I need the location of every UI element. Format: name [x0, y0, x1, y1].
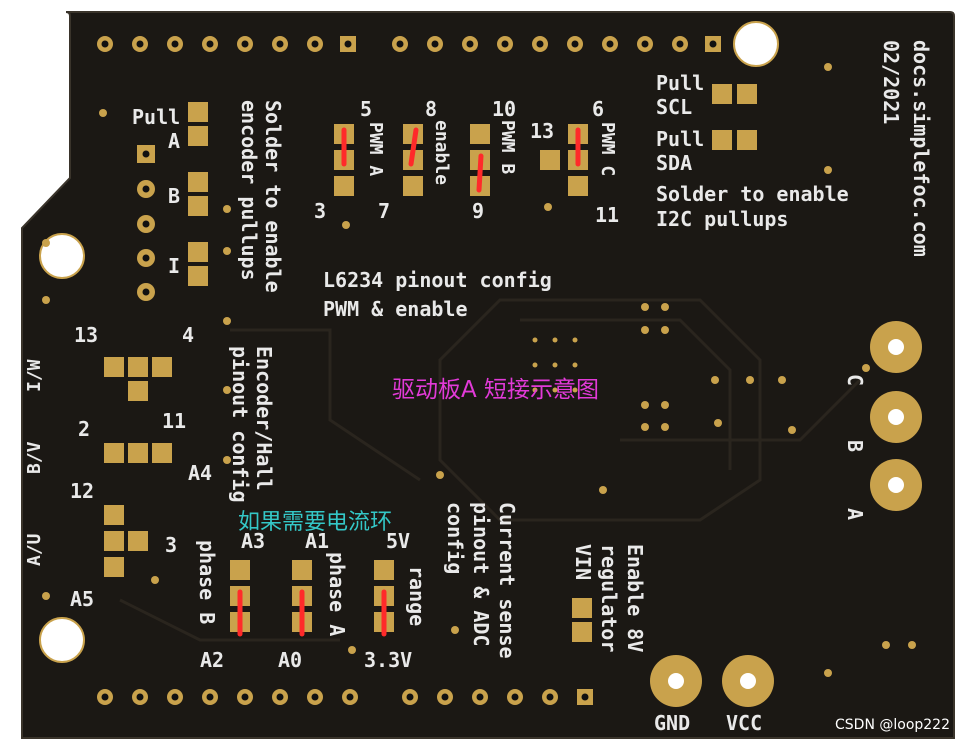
- silk-date: 02/2021: [879, 40, 903, 124]
- silk-left-n4: 4: [182, 323, 194, 347]
- silk-current-sense-1: Current sense: [495, 502, 519, 659]
- silk-enc-i: I: [168, 254, 180, 278]
- pcb-traces: [119, 298, 862, 642]
- silk-n5: 5: [360, 97, 372, 121]
- silk-encoder-note-1: Solder to enable: [261, 100, 285, 293]
- silk-motor-b: B: [843, 440, 867, 452]
- silk-pull-sda-2: SDA: [656, 151, 692, 175]
- silk-encoder-note-2: encoder pullups: [237, 100, 261, 281]
- i2c-pullup-pads: [712, 84, 757, 150]
- silk-n7: 7: [378, 199, 390, 223]
- vias: [42, 63, 916, 677]
- silk-n11-top: 11: [595, 203, 619, 227]
- silk-phase-a: phase A: [325, 552, 349, 636]
- bottom-header-right: [402, 689, 593, 705]
- silk-encoder-hall-2: pinout config: [228, 346, 252, 503]
- silk-left-bv: B/V: [24, 441, 45, 474]
- encoder-connector: [137, 145, 155, 301]
- silk-regulator-3: VIN: [571, 544, 595, 580]
- silk-enable: enable: [431, 120, 452, 185]
- silk-n13: 13: [530, 119, 554, 143]
- silk-gnd: GND: [654, 711, 690, 735]
- annotation-title: 驱动板A 短接示意图: [392, 377, 600, 403]
- silk-left-n3: 3: [165, 533, 177, 557]
- silk-motor-a: A: [843, 508, 867, 520]
- top-header-right: [392, 36, 721, 52]
- silk-a3: A3: [241, 529, 265, 553]
- silk-enc-b: B: [168, 184, 180, 208]
- silk-a1: A1: [305, 529, 329, 553]
- silk-pwm-a: PWM A: [365, 122, 386, 176]
- silk-a0: A0: [278, 648, 302, 672]
- silk-regulator-1: Enable 8V: [623, 544, 647, 652]
- silk-left-iw: I/W: [24, 359, 45, 392]
- silk-n6: 6: [592, 97, 604, 121]
- silk-left-n11: 11: [162, 409, 186, 433]
- silk-website: docs.simplefoc.com: [909, 40, 933, 257]
- silk-left-n12: 12: [70, 479, 94, 503]
- current-sense-red-marks: [237, 589, 387, 637]
- silk-left-n2: 2: [78, 417, 90, 441]
- top-header-left: [97, 36, 356, 52]
- mounting-holes: [39, 21, 779, 663]
- silk-i2c-note-1: Solder to enable: [656, 182, 849, 206]
- silk-a2: A2: [200, 648, 224, 672]
- silk-pwm-c: PWM C: [597, 122, 618, 176]
- silk-vcc: VCC: [726, 711, 762, 735]
- silk-left-n13b: 13: [74, 323, 98, 347]
- silk-l6234-1: L6234 pinout config: [323, 268, 552, 292]
- encoder-pullup-pads: [188, 102, 208, 286]
- pcb-outline: [21, 11, 955, 739]
- silk-left-a4: A4: [188, 461, 212, 485]
- hall-config-pads: [104, 357, 172, 577]
- silk-n8: 8: [425, 97, 437, 121]
- silk-range: range: [405, 566, 429, 626]
- silk-n3-top: 3: [314, 199, 326, 223]
- silk-left-au: A/U: [24, 533, 45, 566]
- silk-3v3: 3.3V: [364, 648, 412, 672]
- silk-phase-b: phase B: [195, 540, 219, 624]
- silk-pull-a-1: Pull: [132, 105, 180, 129]
- pwm-jumpers: [334, 124, 588, 196]
- silk-i2c-note-2: I2C pullups: [656, 207, 788, 231]
- silk-left-a5: A5: [70, 587, 94, 611]
- silk-encoder-hall-1: Encoder/Hall: [252, 346, 276, 491]
- silk-pull-scl-1: Pull: [656, 71, 704, 95]
- silk-pull-sda-1: Pull: [656, 127, 704, 151]
- silk-pull-scl-2: SCL: [656, 95, 692, 119]
- silk-current-sense-3: config: [443, 502, 467, 574]
- bottom-header-left: [97, 689, 358, 705]
- silk-5v: 5V: [386, 529, 410, 553]
- silk-n9: 9: [472, 199, 484, 223]
- power-terminals: [650, 655, 774, 707]
- silk-n10: 10: [492, 97, 516, 121]
- watermark: CSDN @loop222: [835, 717, 950, 733]
- silk-pwm-b: PWM B: [497, 120, 518, 174]
- silk-pull-a-2: A: [168, 129, 180, 153]
- annotation-current-loop-note: 如果需要电流环: [238, 510, 393, 535]
- pwm-jumper-red-marks: [341, 127, 581, 193]
- silk-regulator-2: regulator: [597, 544, 621, 652]
- silk-l6234-2: PWM & enable: [323, 297, 468, 321]
- silk-current-sense-2: pinout & ADC: [469, 502, 493, 647]
- silk-motor-c: C: [843, 374, 867, 386]
- motor-terminals: [870, 321, 922, 511]
